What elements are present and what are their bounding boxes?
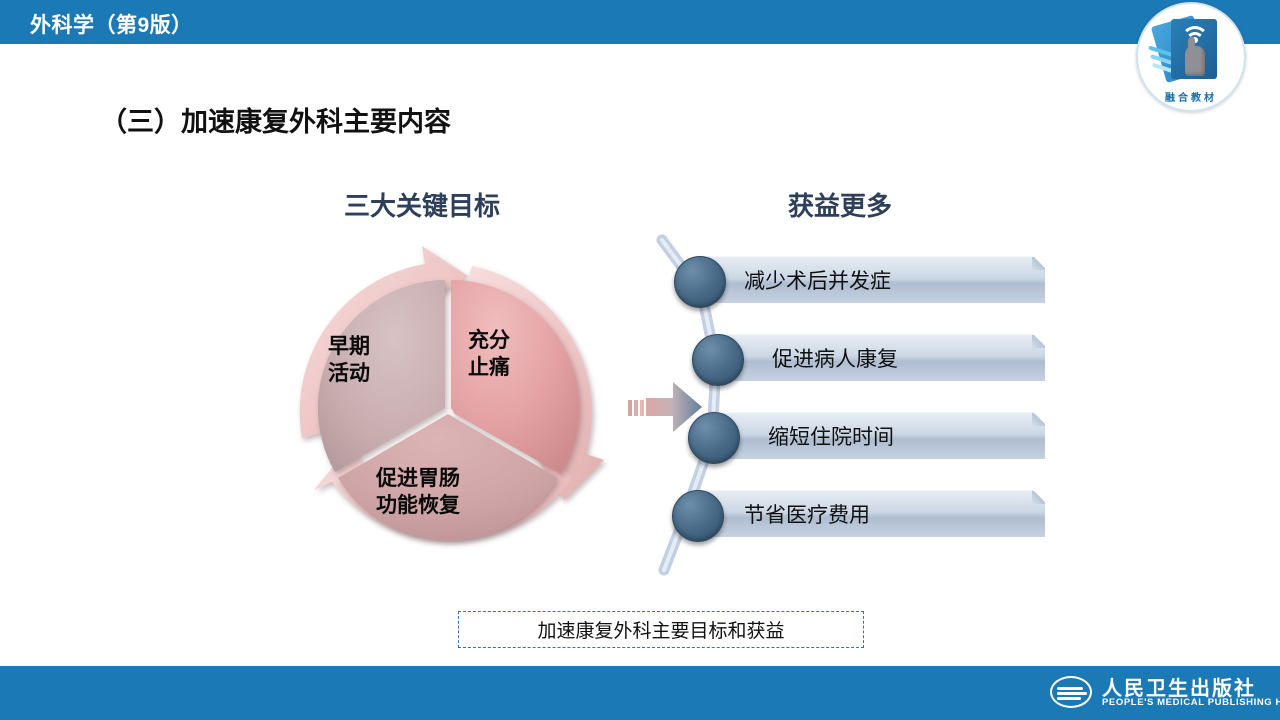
cycle-label-left: 早期 活动 (328, 335, 370, 385)
benefit-bar (694, 490, 1045, 537)
benefit-bar (708, 412, 1045, 459)
left-section-heading: 三大关键目标 (344, 191, 501, 221)
benefit-bar (696, 256, 1045, 303)
cycle-segment-bottom (338, 414, 558, 541)
cycle-segment-left (317, 280, 445, 472)
publisher-logo-icon (1050, 676, 1092, 708)
cycle-label-bottom: 促进胃肠 功能恢复 (376, 467, 460, 517)
benefit-item-3[interactable]: 缩短住院时间 (650, 412, 1050, 464)
arrow-stripe (628, 400, 632, 416)
transition-arrow (628, 378, 704, 436)
arrow-body (646, 382, 702, 432)
hand-pointer-icon (1185, 37, 1205, 76)
figure-caption-box: 加速康复外科主要目标和获益 (458, 611, 864, 648)
figure-caption-text: 加速康复外科主要目标和获益 (537, 621, 785, 642)
publisher-name-en: PEOPLE'S MEDICAL PUBLISHING HOUSE (1102, 697, 1280, 708)
benefit-label: 促进病人康复 (772, 347, 898, 371)
wifi-icon (1181, 26, 1209, 48)
benefit-label: 节省医疗费用 (744, 503, 870, 527)
cycle-diagram-svg (299, 246, 604, 541)
cycle-segment-top-right (451, 279, 580, 474)
benefits-list: 减少术后并发症 促进病人康复 缩短住院时间 节省医疗费用 (650, 232, 1060, 582)
arrow-stripe (640, 400, 644, 416)
badge-label: 融合教材 (1165, 93, 1217, 104)
benefit-item-1[interactable]: 减少术后并发症 (650, 256, 1050, 308)
benefit-item-2[interactable]: 促进病人康复 (650, 334, 1050, 386)
header-title: 外科学（第9版） (30, 14, 193, 37)
fusion-textbook-badge: 融合教材 (1136, 2, 1246, 112)
benefit-bullet-dot (692, 334, 744, 386)
header-bar (0, 0, 1280, 44)
benefit-label: 减少术后并发症 (744, 269, 891, 293)
publisher-name-cn: 人民卫生出版社 (1102, 678, 1256, 700)
arrow-stripe (634, 400, 638, 416)
right-section-heading: 获益更多 (788, 191, 893, 221)
benefit-item-4[interactable]: 节省医疗费用 (650, 490, 1050, 542)
benefit-bullet-dot (688, 412, 740, 464)
benefit-bullet-dot (674, 256, 726, 308)
benefit-bullet-dot (672, 490, 724, 542)
benefit-bar (712, 334, 1045, 381)
page-title: （三）加速康复外科主要内容 (100, 107, 451, 137)
cycle-diagram: 充分 止痛 早期 活动 促进胃肠 功能恢复 (272, 232, 624, 584)
cycle-label-top-right: 充分 止痛 (468, 329, 510, 379)
benefit-label: 缩短住院时间 (768, 425, 894, 449)
